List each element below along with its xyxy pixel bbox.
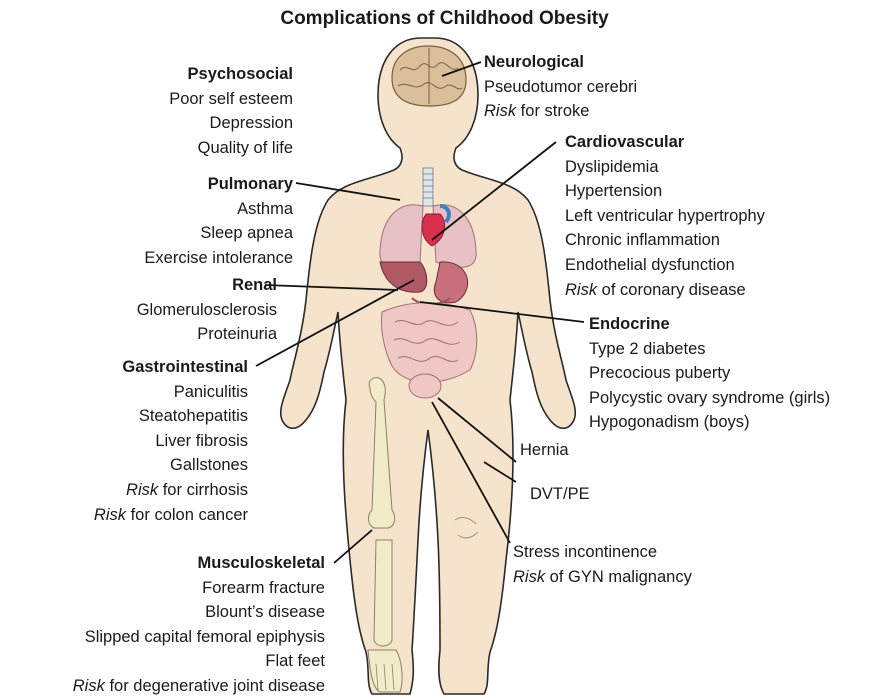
pulmonary-item: Exercise intolerance: [144, 246, 293, 271]
figure-title: Complications of Childhood Obesity: [0, 8, 889, 30]
endocrine-item: Type 2 diabetes: [589, 337, 830, 362]
musculoskeletal-group: Musculoskeletal Forearm fracture Blount’…: [73, 551, 325, 699]
gastrointestinal-group: Gastrointestinal Paniculitis Steatohepat…: [94, 355, 248, 527]
cardiovascular-item: Endothelial dysfunction: [565, 253, 765, 278]
cardiovascular-item: Left ventricular hypertrophy: [565, 204, 765, 229]
neurological-group: Neurological Pseudotumor cerebri Risk fo…: [484, 50, 637, 124]
renal-group: Renal Glomerulosclerosis Proteinuria: [137, 273, 277, 347]
cardiovascular-item: Dyslipidemia: [565, 155, 765, 180]
psychosocial-heading: Psychosocial: [169, 62, 293, 87]
gastrointestinal-item: Gallstones: [94, 453, 248, 478]
psychosocial-item: Depression: [169, 111, 293, 136]
stress-item: Risk of GYN malignancy: [513, 565, 692, 590]
musculoskeletal-item: Forearm fracture: [73, 576, 325, 601]
musculoskeletal-heading: Musculoskeletal: [73, 551, 325, 576]
renal-item: Proteinuria: [137, 322, 277, 347]
gastrointestinal-item: Paniculitis: [94, 380, 248, 405]
musculoskeletal-item: Flat feet: [73, 649, 325, 674]
psychosocial-item: Quality of life: [169, 136, 293, 161]
gastrointestinal-item: Risk for cirrhosis: [94, 478, 248, 503]
trachea: [423, 168, 433, 206]
psychosocial-item: Poor self esteem: [169, 87, 293, 112]
neurological-heading: Neurological: [484, 50, 637, 75]
stress-item: Stress incontinence: [513, 540, 692, 565]
endocrine-item: Precocious puberty: [589, 361, 830, 386]
gastrointestinal-item: Risk for colon cancer: [94, 503, 248, 528]
musculoskeletal-item: Blount’s disease: [73, 600, 325, 625]
gastrointestinal-heading: Gastrointestinal: [94, 355, 248, 380]
brain-organ: [392, 46, 466, 106]
renal-item: Glomerulosclerosis: [137, 298, 277, 323]
endocrine-group: Endocrine Type 2 diabetes Precocious pub…: [589, 312, 830, 435]
pulmonary-item: Sleep apnea: [144, 221, 293, 246]
musculoskeletal-item: Risk for degenerative joint disease: [73, 674, 325, 699]
pulmonary-heading: Pulmonary: [144, 172, 293, 197]
pulmonary-item: Asthma: [144, 197, 293, 222]
endocrine-heading: Endocrine: [589, 312, 830, 337]
stress-incontinence-group: Stress incontinence Risk of GYN malignan…: [513, 540, 692, 589]
musculoskeletal-item: Slipped capital femoral epiphysis: [73, 625, 325, 650]
cardiovascular-group: Cardiovascular Dyslipidemia Hypertension…: [565, 130, 765, 302]
hernia-label: Hernia: [520, 438, 569, 463]
neurological-item: Pseudotumor cerebri: [484, 75, 637, 100]
cardiovascular-heading: Cardiovascular: [565, 130, 765, 155]
endocrine-item: Polycystic ovary syndrome (girls): [589, 386, 830, 411]
renal-heading: Renal: [137, 273, 277, 298]
gastrointestinal-item: Liver fibrosis: [94, 429, 248, 454]
cardiovascular-item: Risk of coronary disease: [565, 278, 765, 303]
cardiovascular-item: Chronic inflammation: [565, 228, 765, 253]
dvt-label: DVT/PE: [530, 482, 590, 507]
psychosocial-group: Psychosocial Poor self esteem Depression…: [169, 62, 293, 160]
pulmonary-group: Pulmonary Asthma Sleep apnea Exercise in…: [144, 172, 293, 270]
endocrine-item: Hypogonadism (boys): [589, 410, 830, 435]
gastrointestinal-item: Steatohepatitis: [94, 404, 248, 429]
neurological-item: Risk for stroke: [484, 99, 637, 124]
cardiovascular-item: Hypertension: [565, 179, 765, 204]
